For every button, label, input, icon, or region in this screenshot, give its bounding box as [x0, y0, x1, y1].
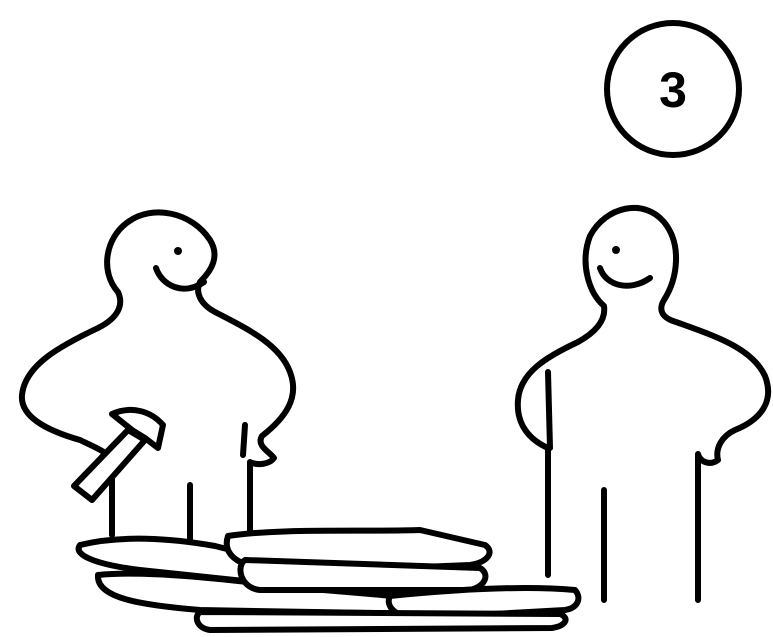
- left-person-outline: [22, 212, 293, 540]
- left-person-arm: [243, 425, 245, 455]
- board-6: [197, 612, 566, 630]
- boards-pile-icon: [79, 530, 579, 630]
- left-person-smile: [156, 268, 204, 289]
- step-badge: 3: [607, 23, 739, 155]
- right-person-icon: [518, 208, 768, 600]
- right-person-outline: [518, 208, 768, 600]
- right-person-arm: [548, 372, 550, 448]
- left-person-icon: [22, 212, 293, 540]
- left-person-eye: [174, 247, 182, 255]
- right-person-smile: [600, 268, 650, 286]
- board-4: [240, 560, 485, 590]
- step-number: 3: [659, 62, 687, 118]
- right-person-eye: [612, 246, 620, 254]
- hammer-icon: [74, 410, 163, 500]
